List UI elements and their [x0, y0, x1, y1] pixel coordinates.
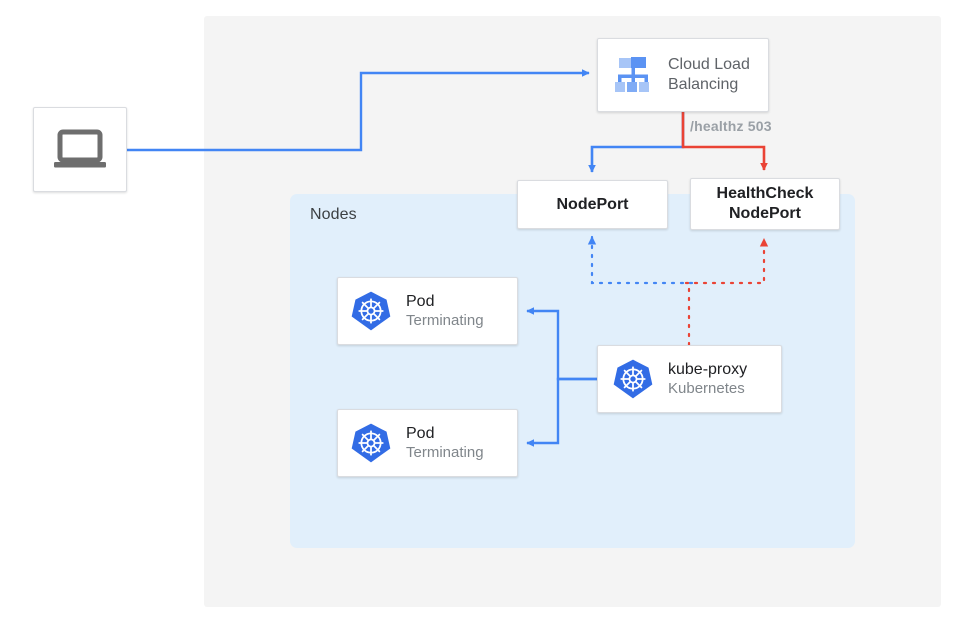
nodeport-card[interactable]: NodePort — [517, 180, 668, 229]
kubernetes-icon — [613, 359, 653, 399]
laptop-icon — [54, 129, 106, 167]
pod-title: Pod — [406, 425, 435, 443]
cloud-load-balancing-title-line2: Balancing — [668, 76, 739, 93]
cloud-load-balancing-title-line1: Cloud Load — [668, 56, 750, 74]
pod-status: Terminating — [406, 443, 484, 461]
client-card[interactable] — [33, 107, 127, 192]
healthz-503-label: /healthz 503 — [690, 118, 772, 134]
kube-proxy-subtitle: Kubernetes — [668, 379, 745, 397]
kube-proxy-text: kube-proxy Kubernetes — [668, 360, 747, 398]
cloud-load-balancing-card[interactable]: Cloud Load Balancing — [597, 38, 769, 112]
cloud-load-balancing-icon — [615, 57, 649, 92]
pod-status: Terminating — [406, 311, 484, 329]
kube-proxy-title: kube-proxy — [668, 361, 748, 379]
pod-card[interactable]: Pod Terminating — [337, 277, 518, 345]
cloud-load-balancing-text: Cloud Load Balancing — [668, 55, 750, 94]
pod-title: Pod — [406, 293, 435, 311]
healthcheck-nodeport-card[interactable]: HealthCheck NodePort — [690, 178, 840, 230]
kubernetes-icon — [351, 423, 391, 463]
pod-card[interactable]: Pod Terminating — [337, 409, 518, 477]
pod-text: Pod Terminating — [406, 292, 484, 330]
kubernetes-icon — [351, 291, 391, 331]
healthcheck-nodeport-label: HealthCheck NodePort — [716, 185, 814, 222]
kube-proxy-card[interactable]: kube-proxy Kubernetes — [597, 345, 782, 413]
nodeport-label: NodePort — [556, 195, 629, 213]
nodes-region-label: Nodes — [310, 206, 357, 223]
pod-text: Pod Terminating — [406, 424, 484, 462]
